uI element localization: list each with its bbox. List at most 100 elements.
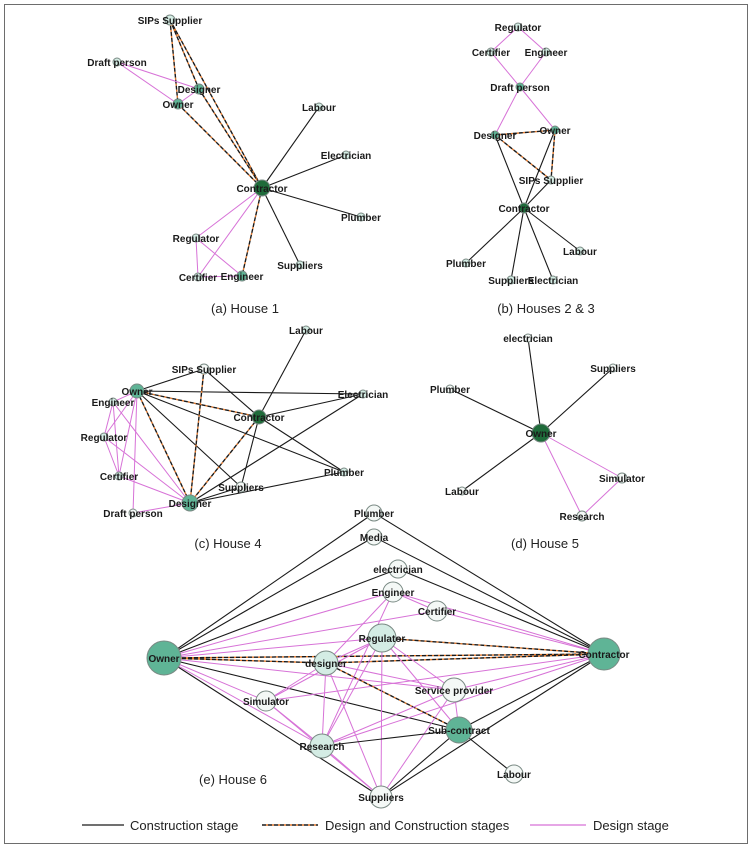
edge-construction-contractor-suppliers [510,207,525,281]
edge-construction-contractor-electrician [397,568,605,655]
node-certifier [114,471,124,481]
node-label-contractor: Contractor [233,413,284,424]
edge-design-regulator-engineer [195,237,243,277]
edge-construction-contractor-suppliers [380,653,605,798]
node-electrician [358,389,368,399]
node-label-draft: Draft person [490,83,549,94]
node-simulator [616,472,628,484]
edge-design-regulator-research [321,637,383,747]
edge-construction-contractor-suppliers [261,187,301,266]
node-labour [504,764,524,784]
edge-construction-contractor-subcontract [458,653,605,731]
node-label-owner: Owner [121,387,152,398]
edge-construction-designer-suppliers [189,486,242,504]
legend-label-both: Design and Construction stages [325,818,510,833]
node-label-suppliers: Suppliers [218,483,264,494]
node-label-suppliers: Suppliers [488,276,534,287]
node-label-labour: Labour [289,326,323,337]
edge-both-contractor-regulator [381,637,605,655]
edge-both-contractor-designer [189,416,260,504]
node-label-suppliers: Suppliers [277,261,323,272]
node-suppliers [506,275,516,285]
edge-both-owner-sips [550,129,556,181]
node-label-simulator: Simulator [599,474,645,485]
node-draft [128,508,138,518]
edge-design-certifier-engineer [197,275,243,278]
edge-construction-contractor-plumber [465,207,525,264]
node-certifier [426,600,448,622]
edge-both-owner-contractor-accent [163,653,605,659]
node-designer [313,650,339,676]
node-label-research: Research [299,742,344,753]
node-simulator [255,690,277,712]
node-label-designer: Designer [169,499,212,510]
edge-design-regulator-serviceprovider [381,637,455,691]
node-owner [550,125,560,135]
edge-construction-owner-contractor [523,129,556,209]
node-plumber [461,258,471,268]
node-labour [301,325,311,335]
node-plumber [356,212,366,222]
edge-design-contractor-certifier [436,610,605,655]
edge-design-draft-designer [116,61,200,90]
edge-both-contractor-regulator-accent [381,637,605,655]
node-plumber [445,384,455,394]
node-certifier [486,47,496,57]
node-sips [164,14,176,26]
edge-construction-designer-electrician [189,393,364,504]
node-label-designer: Designer [474,131,517,142]
edge-construction-owner-electrician [527,337,542,434]
edge-design-owner-certifier [118,390,138,477]
node-label-electrician: electrician [373,565,422,576]
node-engineer [382,581,404,603]
edge-construction-contractor-electrician [258,393,364,418]
node-label-electrician: Electrician [528,276,579,287]
caption-houses-2-3: (b) Houses 2 & 3 [497,301,595,316]
node-certifier [193,272,203,282]
edge-construction-owner-plumber [136,390,345,473]
node-label-subcontract: Sub-contract [428,726,490,737]
legend: Construction stage Design and Constructi… [82,818,669,833]
node-engineer [236,270,248,282]
node-label-engineer: Engineer [92,398,135,409]
edge-construction-owner-media [163,536,375,659]
edge-design-research-suppliers [321,745,382,798]
node-label-serviceprovider: Service provider [415,686,493,697]
caption-house-1: (a) House 1 [211,301,279,316]
node-label-regulator: Regulator [495,23,542,34]
node-regulator [99,432,109,442]
edge-construction-contractor-electrician [261,154,347,189]
edge-design-designer-certifier [118,475,191,504]
edge-both-contractor-designer [325,653,605,664]
edge-both-designer-subcontract [325,662,460,731]
edge-design-designer-regulator [103,436,191,504]
node-label-suppliers: Suppliers [590,364,636,375]
node-label-contractor: Contractor [498,204,549,215]
edge-construction-owner-suppliers [163,657,382,798]
node-electrician [548,275,558,285]
node-label-labour: Labour [497,770,531,781]
edge-design-owner-draft [132,390,138,514]
edge-design-engineer-regulator [103,401,114,438]
node-labour [314,102,324,112]
edge-design-draft-owner [116,61,179,105]
node-electrician [341,150,351,160]
edge-construction-contractor-media [373,536,605,655]
caption-house-6: (e) House 6 [199,772,267,787]
caption-house-4: (c) House 4 [194,536,261,551]
node-label-plumber: Plumber [430,385,470,396]
edge-construction-owner-plumber [163,512,375,659]
node-owner [172,98,184,110]
node-contractor [518,202,530,214]
node-label-certifier: Certifier [100,472,138,483]
edge-construction-owner-suppliers [136,390,242,488]
edge-design-owner-certifier [163,610,438,659]
edge-both-contractor-engineer [241,187,263,277]
edge-design-designer-suppliers [325,662,382,798]
edge-design-owner-research [540,432,583,517]
node-contractor [253,179,271,197]
edge-construction-designer-contractor [494,134,525,209]
node-label-draft: Draft person [87,58,146,69]
edge-both-designer-owner [494,129,556,136]
edge-design-regulator-suppliers [380,637,383,798]
